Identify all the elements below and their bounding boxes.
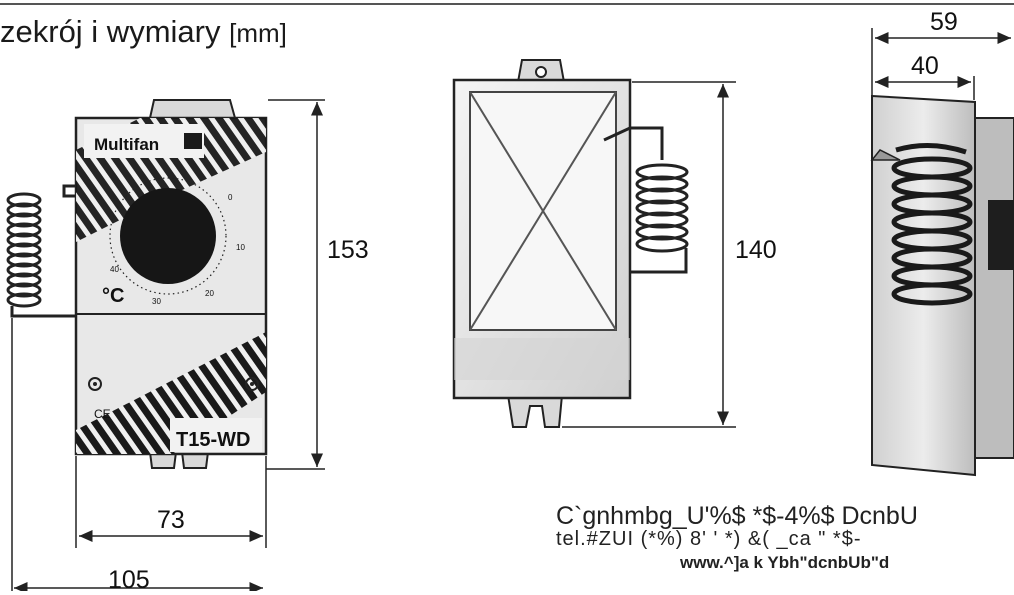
front-dimension-lines [11,99,325,591]
capillary-coil-back [603,126,689,274]
capillary-coil-side [891,142,973,306]
footer-line-1: C`gnhmbg_U'%$ *$-4%$ DcnbU [556,502,918,530]
model-label: T15-WD [176,429,250,451]
top-rule [0,3,1014,5]
dial-label-10: 10 [236,243,245,252]
brand-label: Multifan [94,135,159,154]
ce-mark: CE [94,407,111,421]
capillary-coil-front [6,184,76,318]
side-view [870,94,1014,477]
title-text: zekrój i wymiary [0,14,221,49]
dim-side-inner: 40 [911,52,939,80]
dim-back-height: 140 [735,236,777,264]
dial-label-0: 0 [228,193,233,202]
dim-side-outer: 59 [930,8,958,36]
footer-line-3: www.^]a k Ybh"dcnbUb"d [680,553,890,572]
side-dimension-lines [871,28,1011,100]
dial-label-40: 40 [110,265,119,274]
footer-line-2: tel.#ZUI (*%) 8' ' *) &( _ca " *$- [556,528,862,550]
page-title: zekrój i wymiary [mm] [0,14,287,50]
back-view [452,59,689,428]
dim-front-height: 153 [327,236,369,264]
dim-front-width: 73 [157,506,185,534]
dial-label-20: 20 [205,289,214,298]
back-dimension-lines [562,81,736,428]
title-unit: [mm] [229,18,287,48]
dial-label-30: 30 [152,297,161,306]
front-view [6,99,268,469]
dim-total-width: 105 [108,566,150,594]
unit-symbol: °C [102,285,124,307]
